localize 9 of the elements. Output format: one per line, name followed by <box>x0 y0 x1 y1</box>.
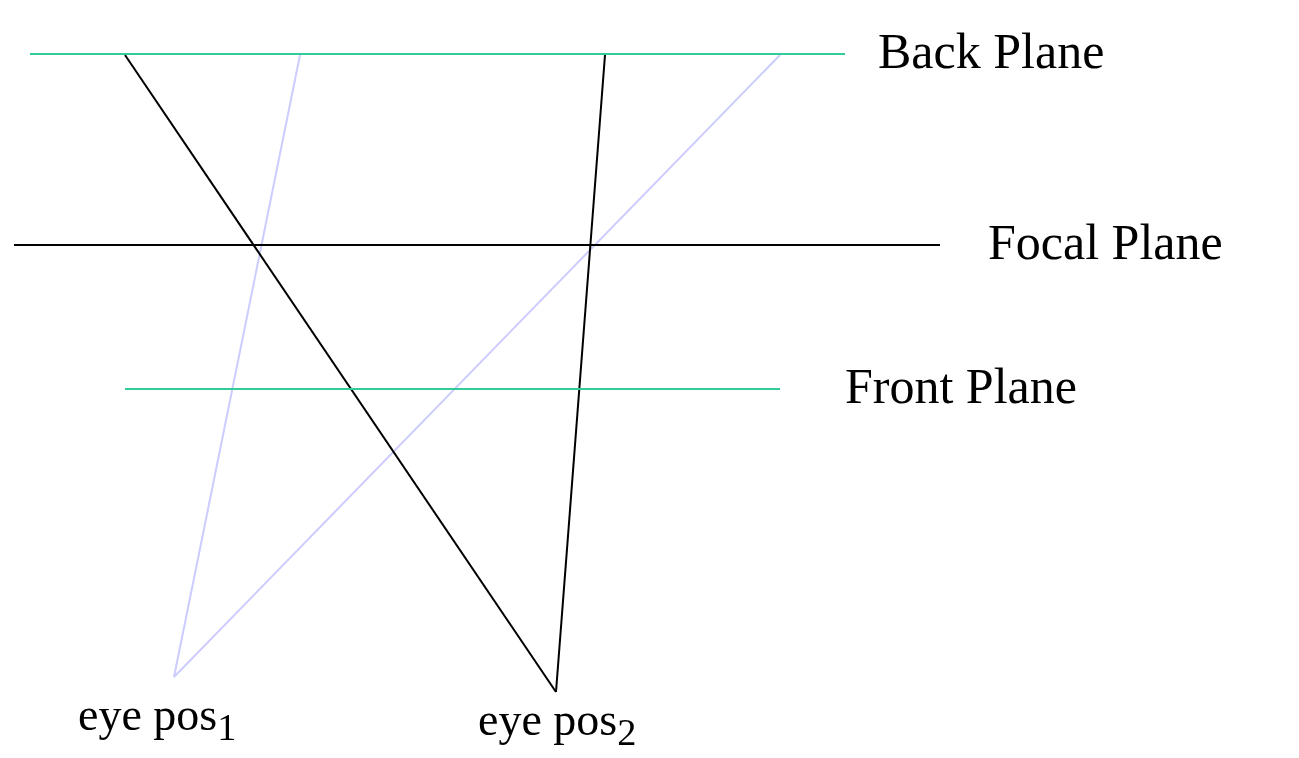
sight-line <box>555 54 606 693</box>
sight-line <box>173 54 781 678</box>
sight-line <box>173 54 301 678</box>
eye-position-label: eye pos$_{2}$ <box>478 695 637 758</box>
eye-position-label: eye pos$_{1}$ <box>78 690 237 753</box>
plane-label: Back Plane <box>878 22 1105 81</box>
sight-line <box>124 54 557 693</box>
plane-label: Focal Plane <box>988 213 1223 272</box>
plane-label: Front Plane <box>845 357 1077 416</box>
